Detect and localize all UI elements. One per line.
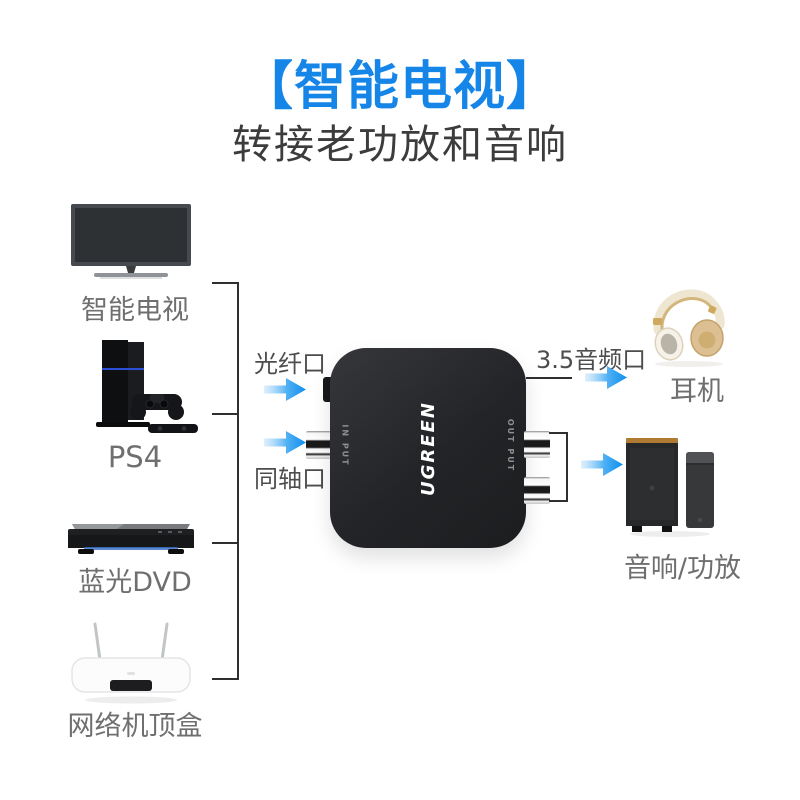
input-bracket-tick-tv (212, 282, 239, 284)
set-top-box-icon (70, 620, 192, 706)
input-bracket-line (237, 282, 239, 680)
optical-port-label: 光纤口 (254, 350, 326, 378)
ps4-console-icon (72, 338, 202, 434)
smart-tv-icon (70, 204, 192, 284)
coaxial-port-label: 同轴口 (254, 465, 326, 493)
output-bracket-tick-top (549, 432, 568, 434)
audio35-port-label: 3.5音频口 (536, 346, 647, 374)
speaker-flow-arrow-icon (581, 451, 623, 478)
bluray-dvd-icon (66, 518, 196, 562)
converter-box (330, 348, 526, 548)
page-subtitle: 转接老功放和音响 (232, 122, 568, 168)
input-bracket-tick-dvd (212, 542, 239, 544)
optical-flow-arrow-icon (264, 376, 306, 403)
output-bracket-tick-bottom (549, 500, 568, 502)
ps4-label: PS4 (107, 440, 163, 474)
input-bracket-tick-ps4 (212, 413, 239, 415)
coaxial-flow-arrow-icon (264, 429, 306, 456)
optical-port (323, 377, 331, 402)
input-side-label-area: IN PUT (337, 400, 353, 490)
speakers-label: 音响/功放 (623, 553, 742, 584)
smart-tv-label: 智能电视 (81, 295, 189, 326)
set-top-box-label: 网络机顶盒 (67, 711, 203, 742)
headphones-icon (645, 278, 729, 368)
rca-connector-top (524, 431, 550, 458)
converter-brand-area: UGREEN (330, 348, 526, 548)
rca-connector-bottom (524, 477, 550, 504)
coaxial-connector (306, 431, 331, 459)
output-side-label-area: OUT PUT (503, 400, 519, 490)
ugreen-logo: UGREEN (417, 400, 439, 496)
page-title: 【智能电视】 (240, 57, 559, 117)
audio35-line (526, 377, 572, 379)
output-side-label: OUT PUT (506, 418, 516, 472)
bluray-dvd-label: 蓝光DVD (78, 567, 192, 598)
audio35-flow-arrow-icon (585, 364, 627, 391)
input-bracket-tick-stb (212, 678, 239, 680)
speakers-icon (624, 436, 716, 538)
output-bracket-line (566, 432, 568, 502)
headphones-label: 耳机 (670, 376, 724, 407)
input-side-label: IN PUT (340, 423, 350, 467)
